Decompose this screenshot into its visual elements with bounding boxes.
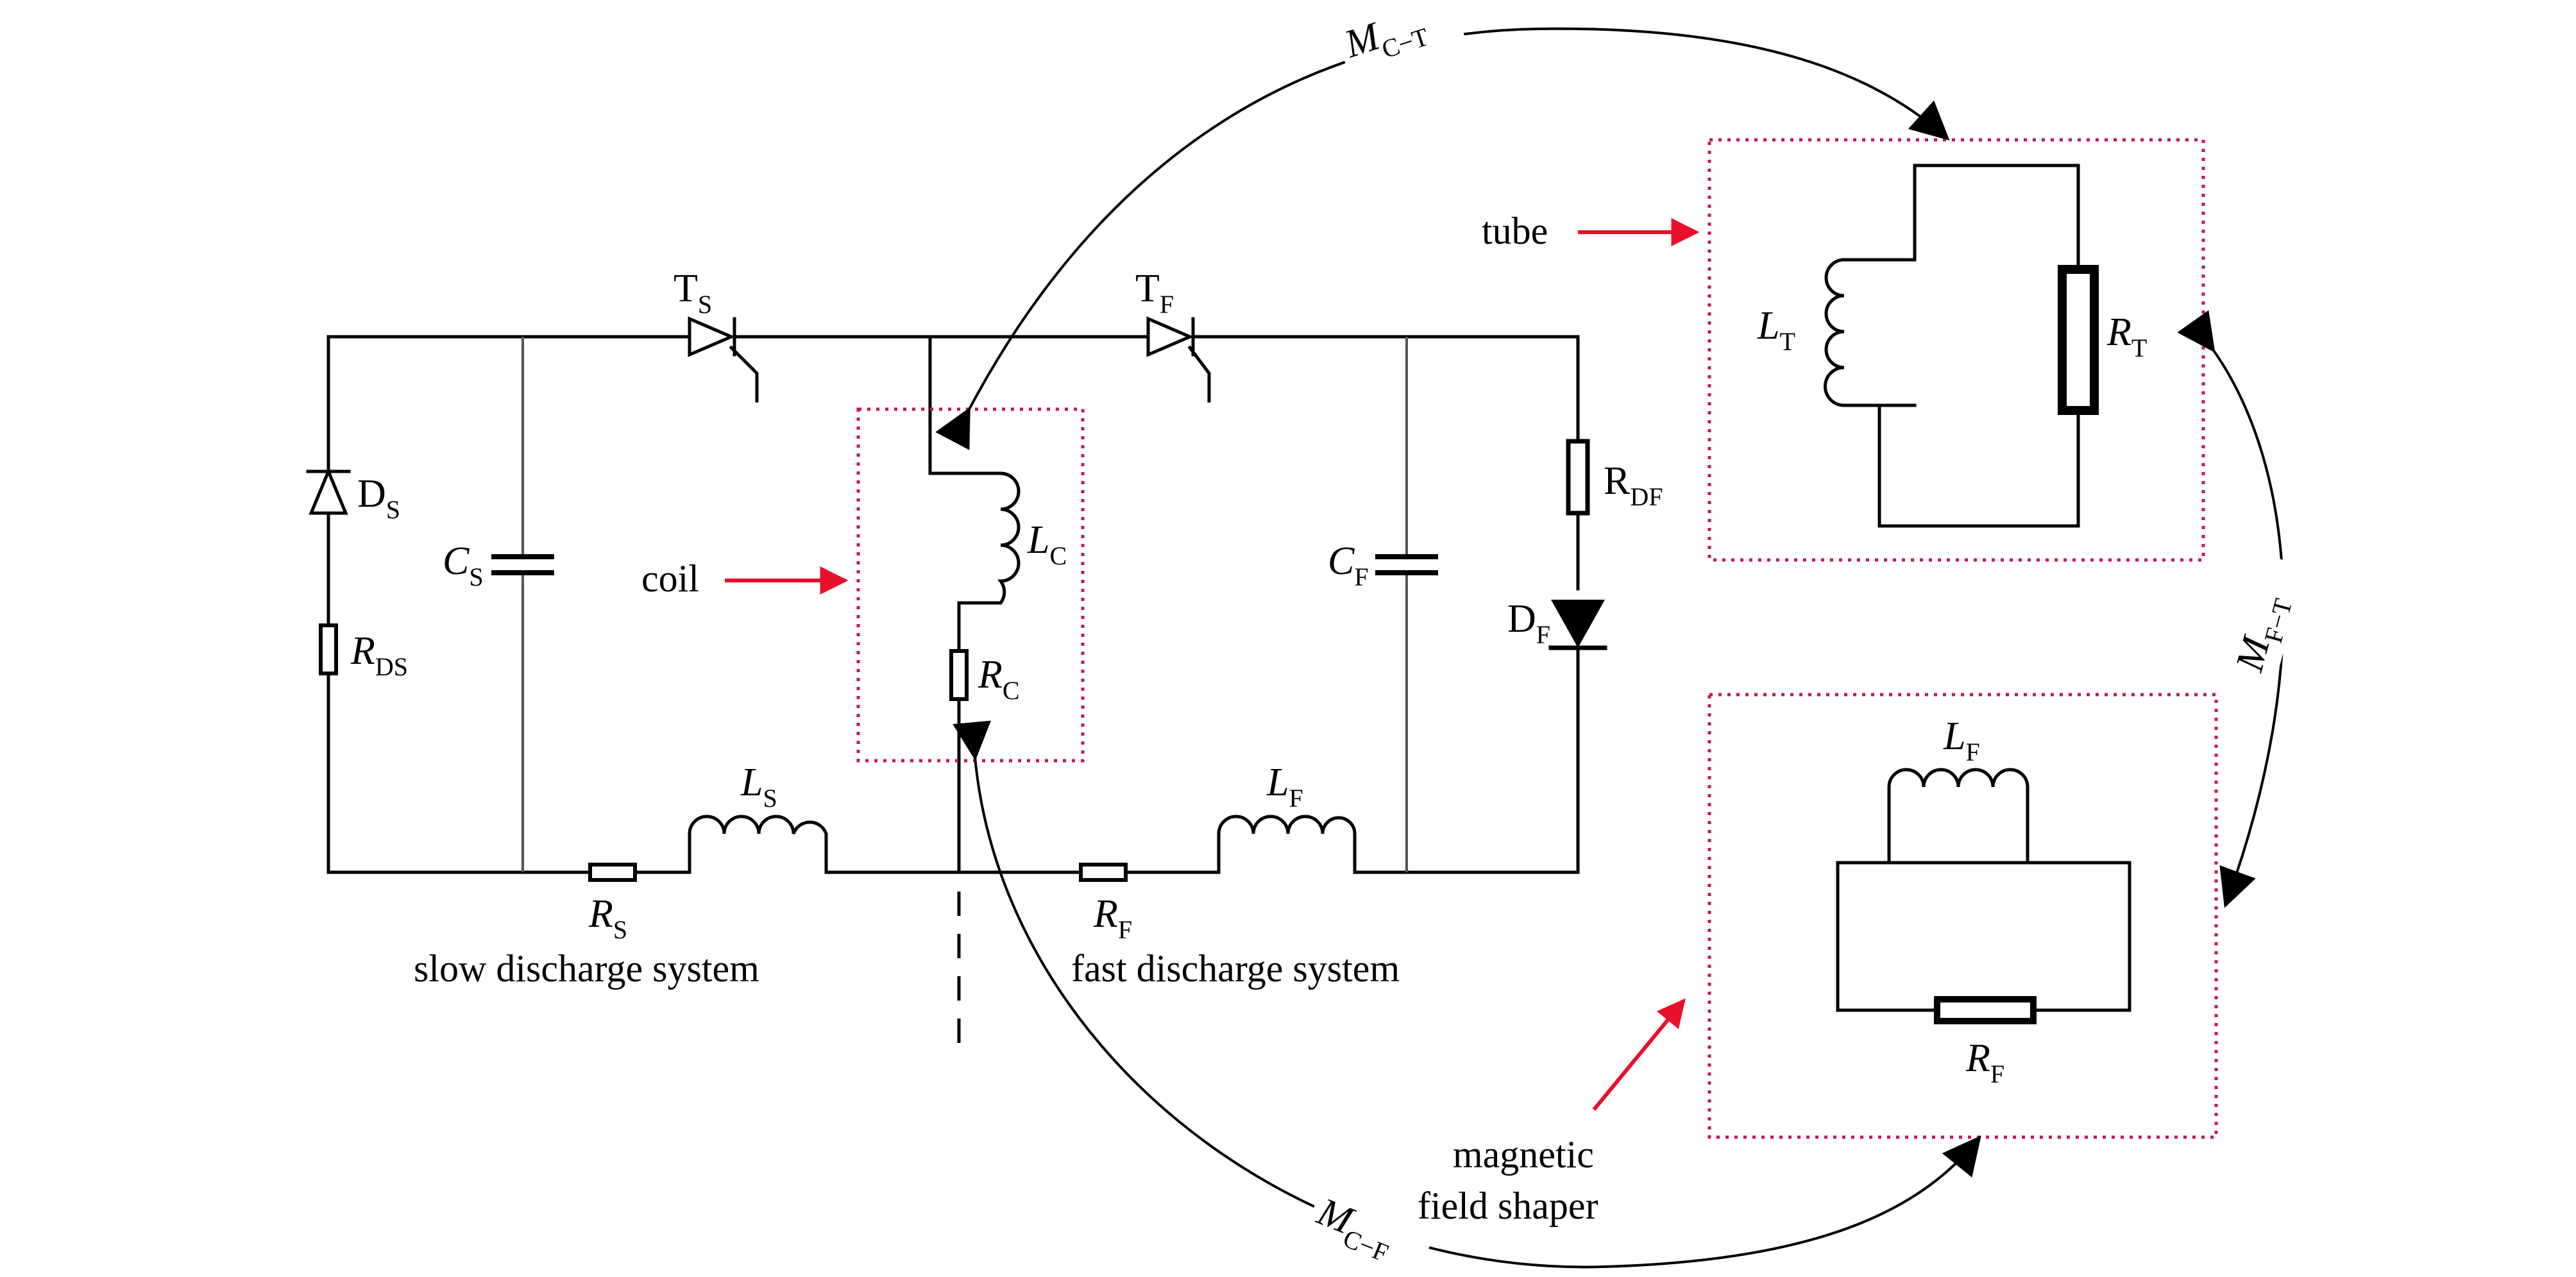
label-rf: RF <box>1093 892 1132 944</box>
lt-inductor <box>1824 258 1846 407</box>
label-rdf: RDF <box>1604 459 1663 511</box>
ds-diode <box>306 467 351 515</box>
captions: slow discharge system fast discharge sys… <box>414 210 1598 1227</box>
shaper-box <box>1707 693 2218 1139</box>
caption-shaper-line1: magnetic <box>1453 1133 1594 1176</box>
rds-resistor <box>319 623 338 675</box>
label-lf-shaper: LF <box>1943 715 1980 766</box>
rdf-resistor <box>1566 439 1590 516</box>
caption-coil: coil <box>641 557 699 600</box>
label-rc: RC <box>978 653 1020 705</box>
lf-inductor <box>1217 815 1357 874</box>
label-rf-shaper: RF <box>1965 1036 2004 1088</box>
cf-capacitor <box>1375 554 1438 575</box>
caption-fast-discharge: fast discharge system <box>1071 947 1400 990</box>
lc-inductor <box>957 471 1021 605</box>
label-cf: CF <box>1328 539 1369 591</box>
coil-box <box>856 407 1085 763</box>
mcf-arc <box>953 720 1981 1269</box>
caption-tube: tube <box>1482 210 1548 252</box>
label-lc: LC <box>1027 518 1067 570</box>
label-rt: RT <box>2106 310 2147 362</box>
label-cs: CS <box>443 539 484 591</box>
rf-resistor <box>1079 863 1128 882</box>
caption-shaper-line2: field shaper <box>1418 1185 1598 1227</box>
rf-shaper-resistor <box>1934 996 2037 1024</box>
rc-resistor <box>949 649 969 701</box>
label-rs: RS <box>588 892 627 944</box>
label-ts: TS <box>674 267 712 319</box>
label-mct: MC−T <box>1332 0 1465 75</box>
ts-thyristor <box>688 316 759 403</box>
label-mcf: MC−F <box>1303 1183 1437 1277</box>
label-mft: MF−T <box>2222 552 2307 684</box>
shaper-pointer-arrow <box>1592 998 1686 1111</box>
label-lf: LF <box>1266 761 1303 813</box>
main-circuit <box>306 316 1607 1052</box>
component-labels: TS TF DS CS RDS LC RC CF RDF DF LS RS LF… <box>350 0 2307 1277</box>
df-diode <box>1548 600 1607 650</box>
label-lt: LT <box>1757 304 1795 356</box>
tf-thyristor <box>1146 316 1211 403</box>
label-ls: LS <box>740 761 777 813</box>
shaper-box-border <box>1707 693 2218 1139</box>
label-df: DF <box>1507 597 1550 649</box>
label-tf: TF <box>1135 267 1174 319</box>
lf-shaper-inductor <box>1887 768 2029 865</box>
caption-slow-discharge: slow discharge system <box>414 947 759 990</box>
ls-inductor <box>688 815 828 874</box>
label-rds: RDS <box>350 629 408 681</box>
label-ds: DS <box>357 472 400 524</box>
rs-resistor <box>588 863 637 882</box>
rt-resistor <box>2058 265 2099 415</box>
cs-capacitor <box>491 554 554 575</box>
mct-arc <box>935 27 1950 450</box>
